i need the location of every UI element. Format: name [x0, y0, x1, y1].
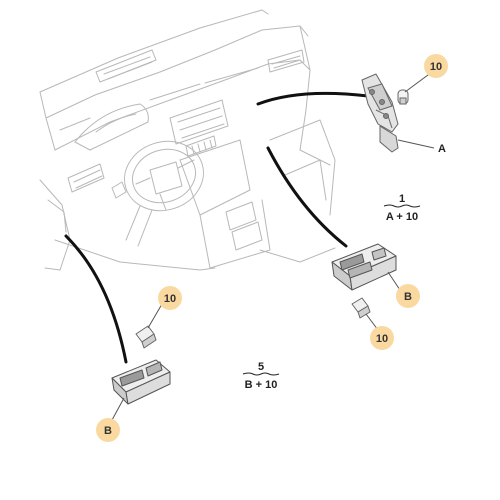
svg-text:10: 10	[376, 333, 388, 345]
callout-leader-10-top	[404, 71, 433, 93]
callout-leader-10-bottom-right	[365, 313, 379, 331]
callout-b-right: B	[396, 284, 420, 308]
svg-text:10: 10	[430, 61, 442, 73]
leader-line-right	[266, 146, 348, 248]
callout-leader-10-left	[147, 303, 163, 329]
svg-text:A + 10: A + 10	[386, 211, 418, 223]
callout-10-top-right: 10	[424, 54, 448, 78]
svg-text:B: B	[104, 425, 112, 437]
svg-text:5: 5	[258, 361, 264, 373]
svg-text:1: 1	[399, 193, 405, 205]
leader-line-left	[64, 234, 128, 364]
leader-lines	[64, 91, 370, 364]
component-b-right-module	[331, 243, 397, 291]
reference-1: 1 A + 10	[383, 193, 421, 223]
leader-line-top	[256, 91, 370, 106]
label-a: A	[438, 143, 446, 155]
svg-text:10: 10	[164, 293, 176, 305]
callout-10-bottom-right: 10	[370, 326, 394, 350]
bulb-10-right	[351, 297, 371, 319]
callout-10-left: 10	[158, 286, 182, 310]
bulb-10-top	[397, 89, 409, 105]
callout-leader-b-left	[111, 397, 125, 421]
reference-5: 5 B + 10	[242, 361, 280, 391]
svg-text:B + 10: B + 10	[245, 379, 278, 391]
component-a-switch-unit	[361, 73, 399, 153]
dashboard-illustration	[39, 9, 336, 271]
svg-text:B: B	[404, 291, 412, 303]
bulb-10-left	[135, 325, 157, 349]
component-b-left-module	[111, 359, 171, 405]
callout-leader-b-right	[387, 271, 401, 291]
callout-leader-a	[397, 139, 435, 149]
callout-b-left: B	[96, 418, 120, 442]
